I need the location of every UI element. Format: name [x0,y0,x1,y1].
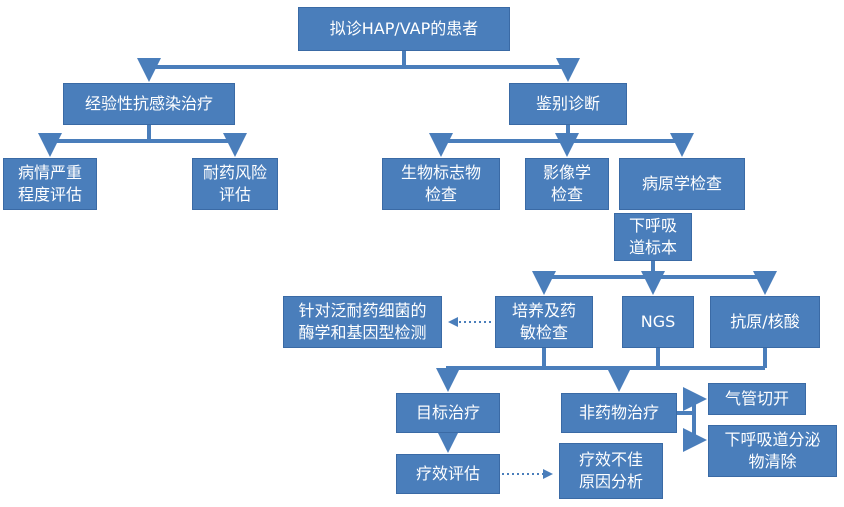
connector-root-to-diagnosis [402,51,580,82]
connector-empiric-to-resistance [147,125,247,157]
connector-specimen-to-culture [532,261,655,295]
node-secretion-clearance: 下呼吸道分泌 物清除 [708,425,837,477]
connector-empiric-to-severity [38,125,151,157]
node-severity-assessment: 病情严重 程度评估 [3,158,97,210]
connector-nondrug-to-secretion [683,413,707,452]
node-root: 拟诊HAP/VAP的患者 [298,7,510,51]
node-culture-susceptibility: 培养及药 敏检查 [495,296,593,348]
connector-nondrug-to-tracheotomy [677,387,707,415]
connector-specimen-to-antigen [651,261,777,295]
node-biomarker: 生物标志物 检查 [382,158,500,210]
node-imaging: 影像学 检查 [525,158,609,210]
connector-tests-merge [542,348,767,370]
connector-diagnosis-to-pathogen [566,125,694,157]
node-efficacy-assessment: 疗效评估 [396,454,500,494]
connector-diagnosis-to-biomarker [429,125,570,157]
node-antigen-nucleic-acid: 抗原/核酸 [710,296,820,348]
node-pathogen-test: 病原学检查 [619,158,745,210]
connector-root-to-empiric [137,51,406,82]
node-targeted-therapy: 目标治疗 [396,393,500,433]
node-non-drug-therapy: 非药物治疗 [561,393,677,433]
connector-merge-to-nondrug [544,366,631,392]
node-resistance-risk: 耐药风险 评估 [192,158,278,210]
node-ngs: NGS [622,296,694,348]
node-enzymatic-genotype-test: 针对泛耐药细菌的 酶学和基因型检测 [283,296,442,348]
node-tracheotomy: 气管切开 [708,383,806,415]
node-lower-respiratory-specimen: 下呼吸 道标本 [614,213,692,261]
node-empiric-therapy: 经验性抗感染治疗 [63,83,235,125]
node-poor-efficacy-analysis: 疗效不佳 原因分析 [559,443,663,499]
node-differential-diagnosis: 鉴别诊断 [509,83,627,125]
connector-merge-to-targeted [436,366,544,392]
